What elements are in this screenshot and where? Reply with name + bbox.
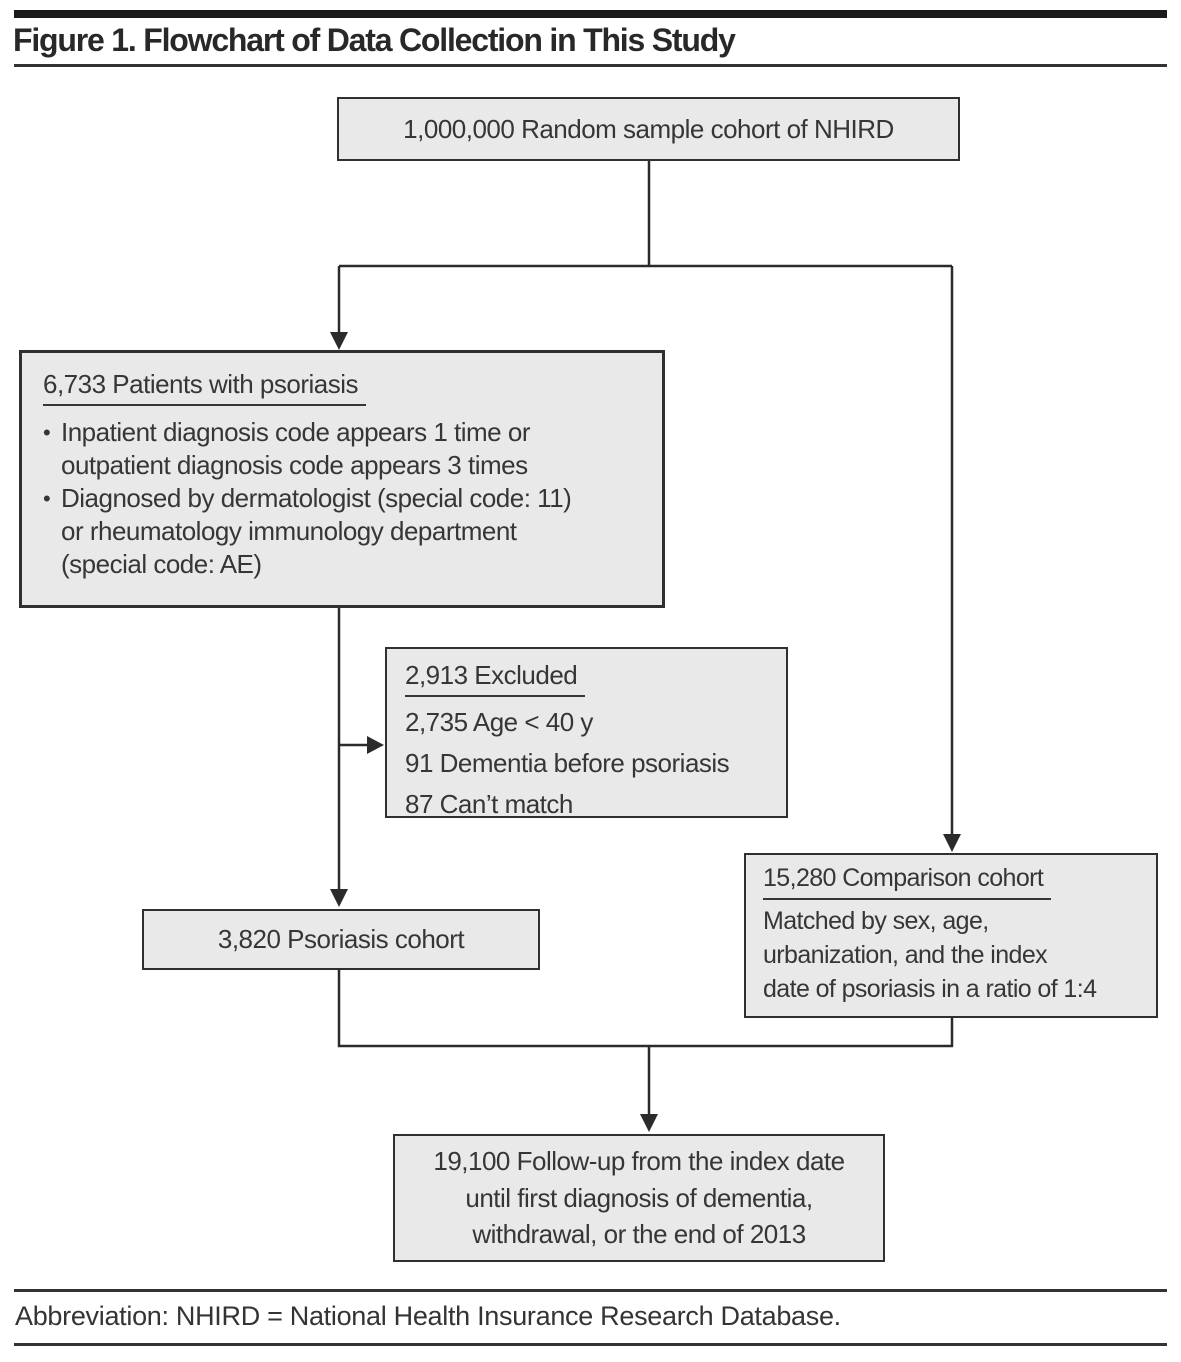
- bullet-item: • Diagnosed by dermatologist (special co…: [43, 482, 650, 581]
- excluded-line: 87 Can’t match: [405, 789, 573, 819]
- connector-merge: [337, 970, 954, 1048]
- excluded-line: 91 Dementia before psoriasis: [405, 748, 730, 778]
- top-black-bar: [14, 10, 1167, 18]
- bullet-line: (special code: AE): [61, 549, 262, 579]
- bullet-icon: •: [43, 420, 51, 445]
- follow-up-line: withdrawal, or the end of 2013: [472, 1219, 806, 1250]
- title-rule: [14, 64, 1167, 67]
- excluded-header: 2,913 Excluded: [405, 660, 586, 697]
- footer-rule-top: [14, 1289, 1167, 1292]
- psoriasis-cohort-label: 3,820 Psoriasis cohort: [217, 924, 465, 954]
- comparison-cohort-header: 15,280 Comparison cohort: [763, 863, 1052, 900]
- node-psoriasis-cohort: 3,820 Psoriasis cohort: [142, 909, 540, 970]
- excluded-line: 2,735 Age < 40 y: [405, 707, 593, 737]
- abbreviation-note: Abbreviation: NHIRD = National Health In…: [15, 1301, 841, 1331]
- bullet-icon: •: [43, 486, 51, 511]
- bullet-line: outpatient diagnosis code appears 3 time…: [61, 450, 528, 480]
- node-follow-up: 19,100 Follow-up from the index date unt…: [393, 1134, 885, 1262]
- arrowhead-into-cohort: [330, 889, 348, 907]
- footer-rule-bottom: [14, 1343, 1167, 1346]
- bullet-item: • Inpatient diagnosis code appears 1 tim…: [43, 416, 650, 482]
- follow-up-line: until first diagnosis of dementia,: [465, 1182, 813, 1213]
- psoriasis-patients-header: 6,733 Patients with psoriasis: [43, 369, 367, 406]
- follow-up-line: 19,100 Follow-up from the index date: [433, 1146, 845, 1177]
- comparison-line: Matched by sex, age,: [763, 907, 989, 935]
- node-psoriasis-patients: 6,733 Patients with psoriasis • Inpatien…: [19, 350, 665, 608]
- psoriasis-patients-bullets: • Inpatient diagnosis code appears 1 tim…: [43, 416, 650, 581]
- figure-title: Figure 1. Flowchart of Data Collection i…: [13, 22, 736, 58]
- node-comparison-cohort: 15,280 Comparison cohort Matched by sex,…: [744, 853, 1158, 1018]
- arrowhead-into-comparison: [943, 834, 961, 852]
- comparison-line: urbanization, and the index: [763, 941, 1048, 969]
- node-excluded: 2,913 Excluded 2,735 Age < 40 y 91 Demen…: [385, 647, 788, 819]
- bullet-line: or rheumatology immunology department: [61, 516, 517, 546]
- arrowhead-into-patients: [330, 332, 348, 350]
- node-random-sample-label: 1,000,000 Random sample cohort of NHIRD: [403, 113, 894, 144]
- arrowhead-into-excluded: [367, 736, 384, 754]
- bullet-line: Inpatient diagnosis code appears 1 time …: [61, 417, 530, 447]
- node-random-sample-cohort: 1,000,000 Random sample cohort of NHIRD: [337, 97, 960, 161]
- comparison-line: date of psoriasis in a ratio of 1:4: [763, 975, 1097, 1003]
- bullet-line: Diagnosed by dermatologist (special code…: [61, 483, 572, 513]
- arrowhead-into-followup: [640, 1114, 658, 1132]
